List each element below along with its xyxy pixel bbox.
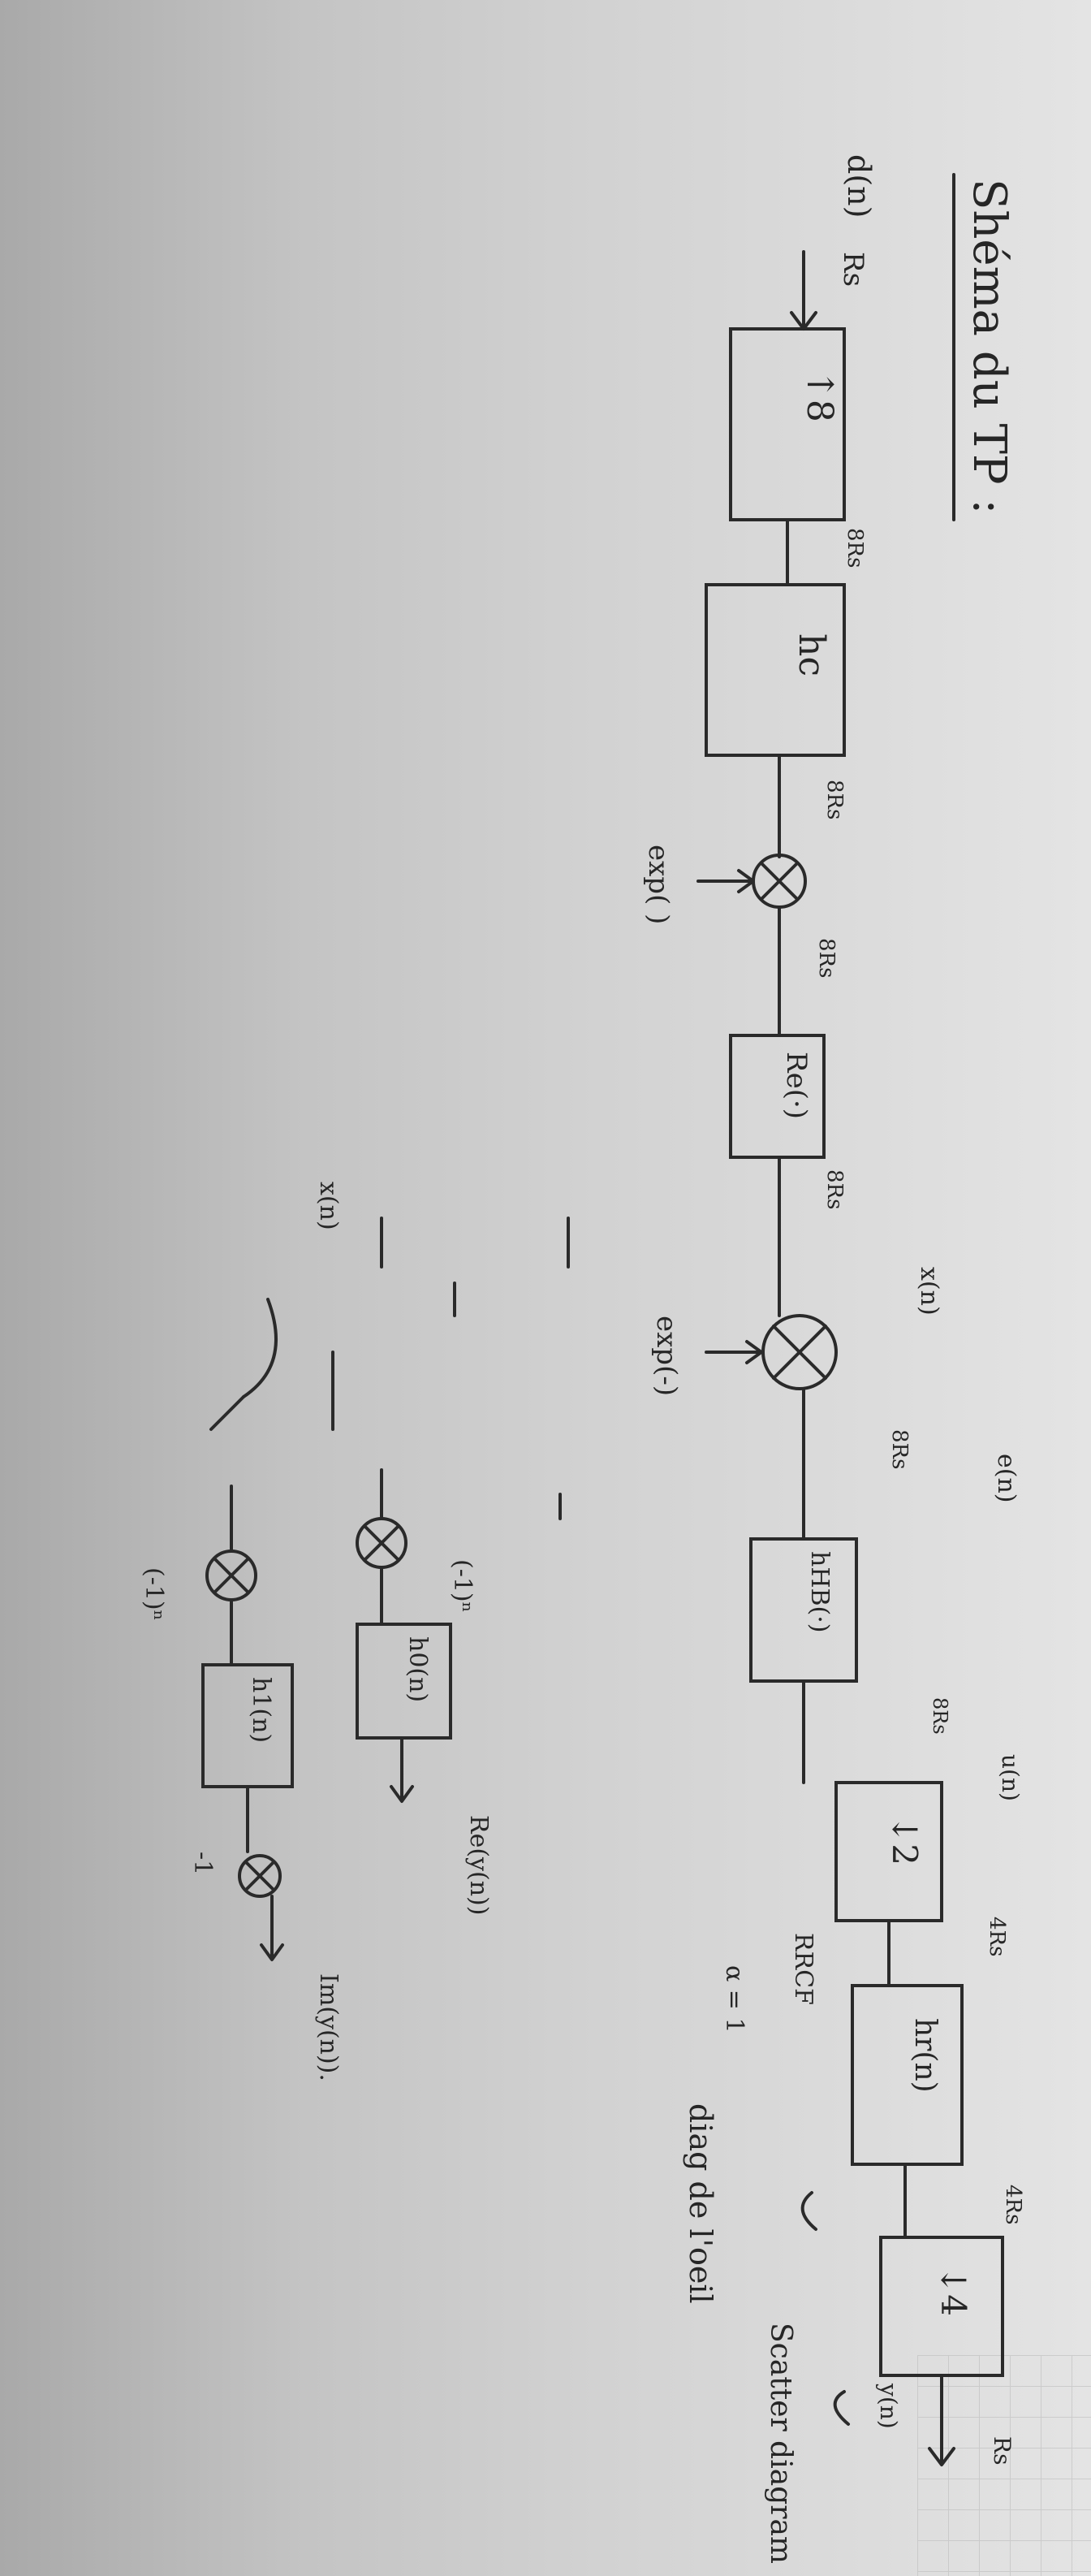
scatter-tap-mark <box>833 2390 850 2426</box>
sub-branch-wire-2 <box>209 1395 245 1431</box>
rate-8rs-b: 8Rs <box>822 780 847 819</box>
rrcf-label: RRCF <box>789 1933 817 2005</box>
output-yn: y(n) <box>875 2383 902 2429</box>
upsample-8-block <box>729 327 846 521</box>
mixer-1-lo-arrowhead <box>737 869 755 893</box>
rate-8rs-e: 8Rs <box>887 1429 912 1469</box>
eye-tap-mark <box>800 2191 817 2231</box>
sub-input-curve <box>242 1298 278 1398</box>
upsample-8-label: ↑8 <box>799 370 840 422</box>
output-arrowhead <box>928 2447 955 2466</box>
rrc-filter-label: hr(n) <box>908 2018 942 2093</box>
rate-8rs-a: 8Rs <box>843 528 867 568</box>
half-band-filter-block <box>749 1537 858 1683</box>
alpha-label: α = 1 <box>720 1965 748 2034</box>
rate-4rs: 4Rs <box>985 1917 1009 1956</box>
downsample-4-label: ↓4 <box>934 2266 973 2316</box>
h0-label: h0(n) <box>403 1636 432 1702</box>
im-output-label: Im(y(n)). <box>314 1973 343 2081</box>
input-rate: Rs <box>837 252 869 287</box>
hc-filter-block <box>705 583 846 757</box>
diagram-title: Shéma du TP : <box>963 179 1016 514</box>
half-band-label: hHB(·) <box>805 1551 834 1632</box>
neg1n-b: (-1)ⁿ <box>140 1567 168 1621</box>
eye-diagram-label: diag de l'oeil <box>683 2103 718 2304</box>
minus-one-label: -1 <box>188 1852 217 1875</box>
exp-2-label: exp(-) <box>650 1316 683 1396</box>
branch-a-arrowhead <box>390 1785 414 1803</box>
scatter-diagram-label: Scatter diagram <box>764 2323 797 2564</box>
mixer-2-cross-b <box>772 1325 827 1380</box>
un-label: u(n) <box>997 1754 1024 1801</box>
real-part-block <box>729 1034 826 1159</box>
downsample-2-label: ↓2 <box>885 1815 925 1865</box>
en-label: e(n) <box>992 1454 1020 1502</box>
h0-filter-block <box>356 1623 452 1740</box>
neg1n-a: (-1)ⁿ <box>448 1559 477 1613</box>
output-rate: Rs <box>989 2436 1016 2465</box>
branch-b-mixer-2-x2 <box>244 1861 275 1891</box>
rate-8rs-c: 8Rs <box>814 938 839 978</box>
re-output-label: Re(y(n)) <box>464 1815 493 1915</box>
grid-paper-corner <box>917 2355 1091 2576</box>
branch-b-mixer-2 <box>238 1854 282 1898</box>
branch-a-mixer-x2 <box>364 1525 399 1561</box>
branch-b-arrowhead <box>260 1943 284 1961</box>
mixer-2-lo-arrowhead <box>745 1340 763 1364</box>
real-part-label: Re(·) <box>780 1052 813 1119</box>
input-signal: d(n) <box>841 154 877 218</box>
xn-label: x(n) <box>915 1267 943 1316</box>
h1-label: h1(n) <box>247 1677 275 1743</box>
rate-8rs-d: 8Rs <box>822 1169 847 1209</box>
sub-xn-label: x(n) <box>314 1182 343 1230</box>
rate-4rs-b: 4Rs <box>1001 2185 1025 2224</box>
hc-label: hc <box>791 633 832 676</box>
rrc-filter-block <box>851 1984 964 2166</box>
mixer-1-cross-b <box>760 862 799 901</box>
branch-b-mixer-x2 <box>213 1558 249 1593</box>
rate-8rs-f: 8Rs <box>929 1697 951 1735</box>
exp-1-label: exp( ) <box>642 845 675 924</box>
